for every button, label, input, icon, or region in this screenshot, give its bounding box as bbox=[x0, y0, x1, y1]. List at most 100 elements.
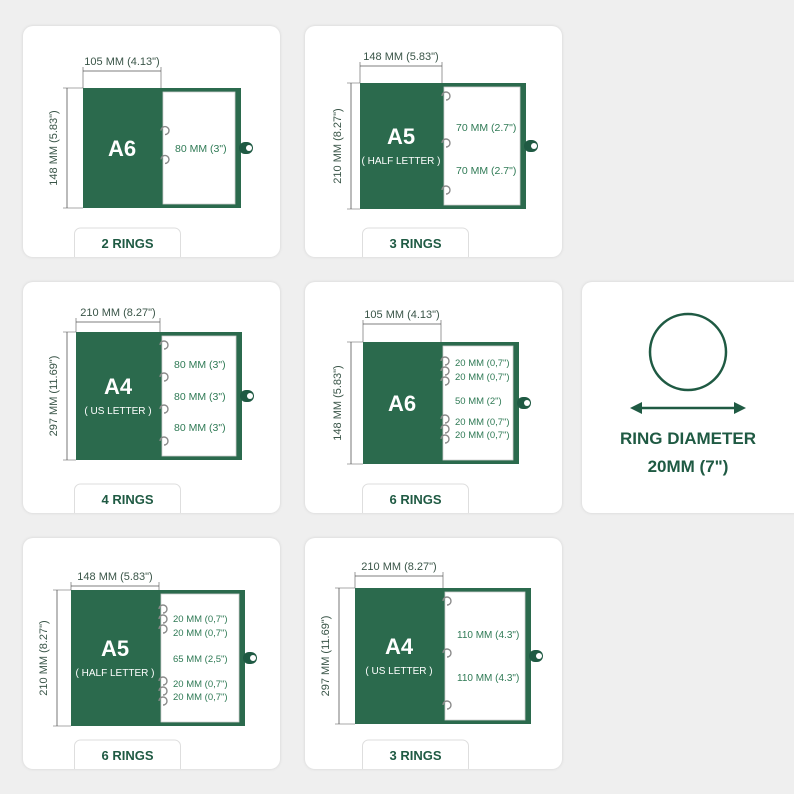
binder-diagram: 110 MM (4.3") 110 MM (4.3") A4 ( US LETTER … bbox=[320, 561, 543, 769]
binder-ring-icon bbox=[441, 185, 451, 195]
paper-size-subtitle: ( HALF LETTER ) bbox=[362, 156, 441, 167]
ring-diameter-diagram: RING DIAMETER 20MM (7") bbox=[620, 312, 756, 476]
ring-count-tab bbox=[74, 227, 181, 257]
binder-ring-icon bbox=[441, 138, 451, 148]
ring-diameter-circle bbox=[648, 312, 728, 392]
binder-ring-icon bbox=[159, 372, 169, 382]
width-dimension-label: 210 MM (8.27") bbox=[361, 561, 436, 573]
binder-ring-icon bbox=[160, 125, 170, 136]
paper-size-subtitle: ( US LETTER ) bbox=[84, 406, 151, 417]
binder-ring-icon bbox=[158, 676, 168, 686]
binder-ring-icon bbox=[442, 596, 452, 606]
ring-count-tab bbox=[362, 483, 469, 513]
binder-ring-icon bbox=[158, 696, 168, 706]
front-cover bbox=[360, 83, 442, 209]
ring-spacing-label: 20 MM (0,7") bbox=[455, 417, 510, 428]
paper-size-label: A4 bbox=[104, 374, 133, 399]
paper-size-subtitle: ( US LETTER ) bbox=[365, 666, 432, 677]
ring-diameter-title: RING DIAMETER bbox=[620, 429, 756, 448]
paper-size-label: A6 bbox=[108, 136, 136, 161]
binder-ring-icon bbox=[159, 404, 169, 414]
paper-sheet bbox=[162, 91, 236, 205]
ring-spacing-label: 65 MM (2,5") bbox=[173, 654, 228, 665]
binder-diagram: 70 MM (2.7") 70 MM (2.7") A5 ( HALF LETTER … bbox=[332, 51, 538, 257]
ring-diameter-card: RING DIAMETER 20MM (7") bbox=[582, 282, 794, 513]
width-dimension-label: 210 MM (8.27") bbox=[80, 307, 155, 319]
ring-spacing-label: 20 MM (0,7") bbox=[455, 430, 510, 441]
height-dimension-label: 297 MM (11.69") bbox=[48, 356, 60, 437]
ring-count-label: 3 RINGS bbox=[389, 236, 441, 251]
width-dimension-label: 148 MM (5.83") bbox=[363, 51, 438, 63]
width-dimension-label: 148 MM (5.83") bbox=[77, 571, 152, 583]
clasp-snap-icon bbox=[524, 400, 530, 406]
binder-ring-icon bbox=[158, 624, 168, 634]
binder-ring-icon bbox=[440, 424, 450, 434]
paper-size-subtitle: ( HALF LETTER ) bbox=[76, 668, 155, 679]
paper-size-label: A5 bbox=[387, 124, 415, 149]
height-dimension-label: 148 MM (5.83") bbox=[48, 110, 60, 185]
ring-count-label: 4 RINGS bbox=[101, 492, 153, 507]
paper-size-label: A4 bbox=[385, 634, 414, 659]
binder-ring-icon bbox=[160, 154, 170, 165]
ring-spacing-label: 80 MM (3") bbox=[175, 143, 227, 155]
front-cover bbox=[363, 342, 441, 464]
clasp-snap-icon bbox=[246, 145, 252, 151]
binder-ring-icon bbox=[440, 356, 450, 366]
ring-spacing-label: 70 MM (2.7") bbox=[456, 122, 516, 134]
paper-size-label: A5 bbox=[101, 636, 129, 661]
ring-spacing-label: 20 MM (0,7") bbox=[455, 372, 510, 383]
ring-spacing-label: 20 MM (0,7") bbox=[173, 679, 228, 690]
binder-ring-icon bbox=[158, 686, 168, 696]
binder-ring-icon bbox=[440, 434, 450, 444]
ring-spacing-label: 80 MM (3") bbox=[174, 422, 226, 434]
binder-ring-icon bbox=[159, 340, 169, 350]
ring-count-label: 2 RINGS bbox=[101, 236, 153, 251]
binder-card-a5-6-rings: 20 MM (0,7") 20 MM (0,7") 65 MM (2,5") 20 M… bbox=[23, 538, 280, 769]
binder-card-a5-3-rings: 70 MM (2.7") 70 MM (2.7") A5 ( HALF LETTER … bbox=[305, 26, 562, 257]
ring-spacing-label: 20 MM (0,7") bbox=[173, 692, 228, 703]
arrow-right-icon bbox=[734, 402, 746, 414]
paper-sheet bbox=[160, 593, 240, 723]
binder-ring-icon bbox=[440, 414, 450, 424]
height-dimension-label: 148 MM (5.83") bbox=[332, 365, 344, 440]
binder-card-a4-4-rings: 80 MM (3")80 MM (3")80 MM (3")A4( US LET… bbox=[23, 282, 280, 513]
clasp-snap-icon bbox=[536, 653, 542, 659]
ring-spacing-label: 70 MM (2.7") bbox=[456, 165, 516, 177]
ring-count-label: 6 RINGS bbox=[101, 748, 153, 763]
ring-spacing-label: 110 MM (4.3") bbox=[457, 630, 519, 641]
front-cover bbox=[83, 88, 161, 208]
ring-count-label: 3 RINGS bbox=[389, 748, 441, 763]
paper-sheet bbox=[444, 591, 526, 721]
binder-diagram: 80 MM (3") A6 105 MM (4.13") 148 MM (5.83")… bbox=[48, 56, 253, 257]
clasp-snap-icon bbox=[531, 143, 537, 149]
ring-count-tab bbox=[362, 739, 469, 769]
binder-ring-icon bbox=[442, 700, 452, 710]
ring-count-tab bbox=[74, 739, 181, 769]
ring-count-tab bbox=[362, 227, 469, 257]
ring-spacing-label: 20 MM (0,7") bbox=[173, 614, 228, 625]
binder-ring-icon bbox=[158, 614, 168, 624]
height-dimension-label: 210 MM (8.27") bbox=[38, 620, 50, 695]
paper-size-label: A6 bbox=[388, 391, 416, 416]
ring-count-tab bbox=[74, 483, 181, 513]
clasp-snap-icon bbox=[250, 655, 256, 661]
ring-spacing-label: 20 MM (0,7") bbox=[455, 358, 510, 369]
ring-spacing-label: 80 MM (3") bbox=[174, 391, 226, 403]
width-dimension-label: 105 MM (4.13") bbox=[84, 56, 159, 68]
width-dimension-label: 105 MM (4.13") bbox=[364, 309, 439, 321]
binder-card-a4-3-rings: 110 MM (4.3") 110 MM (4.3") A4 ( US LETTER … bbox=[305, 538, 562, 769]
binder-card-a6-2-rings: 80 MM (3") A6 105 MM (4.13") 148 MM (5.83")… bbox=[23, 26, 280, 257]
ring-count-label: 6 RINGS bbox=[389, 492, 441, 507]
paper-sheet bbox=[161, 335, 237, 457]
height-dimension-label: 297 MM (11.69") bbox=[320, 616, 332, 697]
binder-ring-icon bbox=[442, 648, 452, 658]
binder-ring-icon bbox=[158, 604, 168, 614]
ring-spacing-label: 110 MM (4.3") bbox=[457, 673, 519, 684]
binder-diagram: 80 MM (3")80 MM (3")80 MM (3")A4( US LET… bbox=[48, 307, 254, 513]
ring-spacing-label: 50 MM (2") bbox=[455, 396, 502, 407]
binder-diagram: 20 MM (0,7") 20 MM (0,7") 65 MM (2,5") 20 M… bbox=[38, 571, 257, 769]
front-cover bbox=[76, 332, 160, 460]
height-dimension-label: 210 MM (8.27") bbox=[332, 108, 344, 183]
front-cover bbox=[71, 590, 159, 726]
clasp-snap-icon bbox=[247, 393, 253, 399]
